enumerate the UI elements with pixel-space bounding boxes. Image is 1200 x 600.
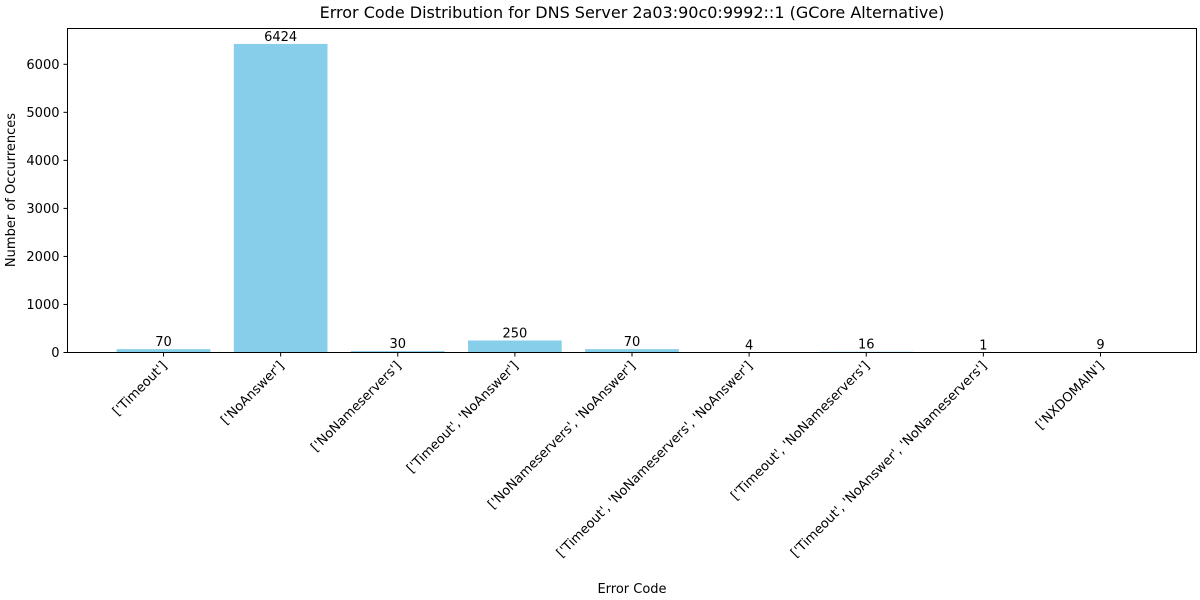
bar-value-label: 1 [979,338,987,353]
y-axis-label: Number of Occurrences [4,113,19,267]
bar-value-label: 250 [502,326,527,341]
bar-value-label: 6424 [264,30,297,45]
y-tick-label: 4000 [26,154,59,169]
y-tick-label: 3000 [26,202,59,217]
bars-group [116,43,1148,353]
bar-value-label: 9 [1096,338,1104,353]
x-axis-label: Error Code [597,582,666,597]
x-tick-label: ['Timeout', 'NoAnswer', 'NoNameservers'] [788,359,990,561]
bar [116,349,211,353]
data-labels-group: 70 6424 30 250 70 4 16 1 9 [155,30,1104,354]
bar-value-label: 4 [745,338,753,353]
x-axis-ticks: ['Timeout'] ['NoAnswer'] ['NoNameservers']… [110,352,1107,561]
bar-value-label: 30 [389,337,406,352]
bar [585,349,679,353]
chart-title: Error Code Distribution for DNS Server 2… [320,3,945,22]
bar [233,43,328,353]
bar-value-label: 16 [858,338,875,353]
x-tick-label: ['NoAnswer'] [218,359,287,428]
y-axis-ticks: 0 1000 2000 3000 4000 5000 6000 [26,58,68,361]
bar [350,351,445,353]
bar [468,340,562,353]
x-tick-label: ['NoNameservers'] [308,359,404,455]
x-tick-label: ['Timeout', 'NoNameservers'] [728,359,873,504]
x-tick-label: ['Timeout'] [110,359,170,419]
y-tick-label: 1000 [26,298,59,313]
y-tick-label: 0 [51,346,59,361]
x-tick-label: ['Timeout', 'NoAnswer'] [404,359,522,477]
x-tick-label: ['Timeout', 'NoNameservers', 'NoAnswer'] [554,359,756,561]
x-tick-label: ['NXDOMAIN'] [1033,359,1107,433]
y-tick-label: 2000 [26,250,59,265]
bar-value-label: 70 [155,335,172,350]
y-tick-label: 6000 [26,58,59,73]
bar-value-label: 70 [624,335,641,350]
y-tick-label: 5000 [26,106,59,121]
